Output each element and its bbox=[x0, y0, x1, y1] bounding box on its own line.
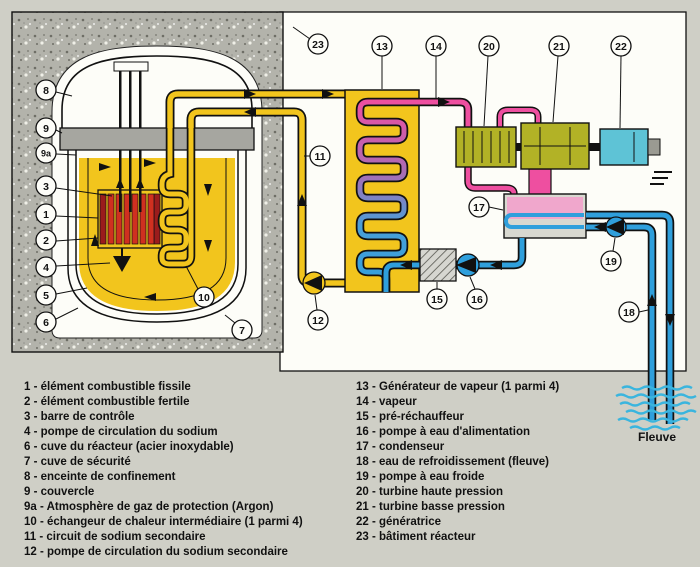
callout-23: 23 bbox=[292, 26, 329, 55]
electric-output-icon bbox=[650, 171, 672, 185]
callouts: 8 9 9a 3 1 2 4 5 6 7 bbox=[35, 26, 649, 341]
legend-item: 11 - circuit de sodium secondaire bbox=[24, 531, 206, 543]
legend-item: 20 - turbine haute pression bbox=[356, 486, 503, 498]
svg-text:13: 13 bbox=[376, 41, 388, 53]
legend-item: 16 - pompe à eau d'alimentation bbox=[356, 426, 530, 438]
legend-item: 9 - couvercle bbox=[24, 486, 94, 498]
callout-1: 1 bbox=[35, 203, 99, 225]
steam-generator bbox=[344, 89, 420, 293]
svg-text:6: 6 bbox=[43, 317, 49, 329]
callout-19: 19 bbox=[600, 237, 622, 272]
steam-pipes bbox=[419, 97, 552, 196]
callout-20: 20 bbox=[478, 35, 500, 127]
svg-text:8: 8 bbox=[43, 85, 49, 97]
legend-item: 14 - vapeur bbox=[356, 396, 417, 408]
svg-text:11: 11 bbox=[314, 151, 325, 163]
svg-text:14: 14 bbox=[430, 41, 442, 53]
callout-10: 10 bbox=[185, 265, 215, 308]
callout-18: 18 bbox=[618, 301, 649, 323]
intermediate-heat-exchanger bbox=[157, 128, 196, 269]
callout-3: 3 bbox=[35, 175, 113, 197]
legend-item: 18 - eau de refroidissement (fleuve) bbox=[356, 456, 549, 468]
lp-turbine bbox=[520, 122, 590, 170]
preheater bbox=[419, 248, 457, 282]
cooling-water-pipes bbox=[586, 210, 675, 424]
callout-5: 5 bbox=[35, 284, 88, 306]
svg-text:1: 1 bbox=[43, 209, 49, 221]
svg-text:3: 3 bbox=[43, 181, 49, 193]
legend-item: 21 - turbine basse pression bbox=[356, 501, 505, 513]
primary-pump bbox=[113, 248, 131, 272]
legend-item: 7 - cuve de sécurité bbox=[24, 456, 131, 468]
svg-text:7: 7 bbox=[239, 325, 245, 337]
generator-shaft bbox=[589, 143, 600, 151]
hp-turbine bbox=[455, 126, 517, 168]
svg-text:9: 9 bbox=[43, 123, 49, 135]
generator bbox=[599, 128, 661, 166]
svg-text:10: 10 bbox=[198, 292, 210, 304]
svg-text:12: 12 bbox=[312, 315, 324, 327]
svg-text:20: 20 bbox=[483, 41, 495, 53]
inner-vessel bbox=[87, 158, 227, 301]
svg-text:19: 19 bbox=[605, 256, 617, 268]
callout-8: 8 bbox=[35, 79, 73, 101]
callout-6: 6 bbox=[35, 307, 79, 333]
cold-water-pump bbox=[605, 216, 627, 238]
svg-text:23: 23 bbox=[312, 39, 324, 51]
legend: 1 - élément combustible fissile 2 - élém… bbox=[24, 381, 559, 558]
svg-text:22: 22 bbox=[615, 41, 627, 53]
flow-arrows bbox=[91, 89, 675, 326]
legend-item: 12 - pompe de circulation du sodium seco… bbox=[24, 546, 288, 558]
callout-14: 14 bbox=[425, 35, 447, 98]
reactor-lid bbox=[59, 127, 255, 151]
legend-item: 13 - Générateur de vapeur (1 parmi 4) bbox=[356, 381, 559, 393]
legend-item: 10 - échangeur de chaleur intermédiaire … bbox=[24, 516, 303, 528]
legend-item: 22 - génératrice bbox=[356, 516, 441, 528]
legend-item: 6 - cuve du réacteur (acier inoxydable) bbox=[24, 441, 234, 453]
callout-21: 21 bbox=[548, 35, 570, 123]
turbine-shaft bbox=[516, 143, 521, 151]
fuel-core bbox=[97, 189, 163, 249]
legend-item: 1 - élément combustible fissile bbox=[24, 381, 191, 393]
svg-text:21: 21 bbox=[553, 41, 565, 53]
svg-text:15: 15 bbox=[431, 294, 443, 306]
river bbox=[615, 385, 697, 431]
legend-item: 23 - bâtiment réacteur bbox=[356, 531, 476, 543]
svg-text:17: 17 bbox=[473, 202, 485, 214]
legend-item: 8 - enceinte de confinement bbox=[24, 471, 176, 483]
callout-22: 22 bbox=[610, 35, 632, 129]
legend-item: 19 - pompe à eau froide bbox=[356, 471, 484, 483]
legend-item: 9a - Atmosphère de gaz de protection (Ar… bbox=[24, 501, 274, 513]
legend-item: 2 - élément combustible fertile bbox=[24, 396, 190, 408]
callout-17: 17 bbox=[468, 196, 504, 218]
safety-vessel bbox=[67, 150, 247, 323]
condenser bbox=[503, 193, 587, 239]
callout-11: 11 bbox=[304, 145, 331, 167]
callout-9: 9 bbox=[35, 117, 63, 139]
svg-text:18: 18 bbox=[623, 307, 635, 319]
callout-7: 7 bbox=[224, 314, 253, 341]
callout-4: 4 bbox=[35, 256, 111, 278]
river-label: Fleuve bbox=[638, 430, 676, 444]
callout-9a: 9a bbox=[35, 142, 77, 164]
callout-13: 13 bbox=[371, 35, 393, 89]
svg-text:16: 16 bbox=[471, 294, 483, 306]
callout-2: 2 bbox=[35, 229, 99, 251]
svg-text:5: 5 bbox=[43, 290, 49, 302]
secondary-pump bbox=[302, 271, 326, 295]
legend-item: 17 - condenseur bbox=[356, 441, 445, 453]
callout-16: 16 bbox=[466, 276, 488, 310]
legend-item: 15 - pré-réchauffeur bbox=[356, 411, 465, 423]
svg-text:4: 4 bbox=[43, 262, 49, 274]
legend-item: 3 - barre de contrôle bbox=[24, 411, 135, 423]
legend-item: 4 - pompe de circulation du sodium bbox=[24, 426, 218, 438]
callout-12: 12 bbox=[307, 294, 329, 331]
svg-text:2: 2 bbox=[43, 235, 49, 247]
containment-liner bbox=[61, 55, 253, 128]
feedwater-pump bbox=[456, 253, 480, 277]
svg-text:9a: 9a bbox=[41, 149, 52, 159]
callout-15: 15 bbox=[426, 282, 448, 310]
